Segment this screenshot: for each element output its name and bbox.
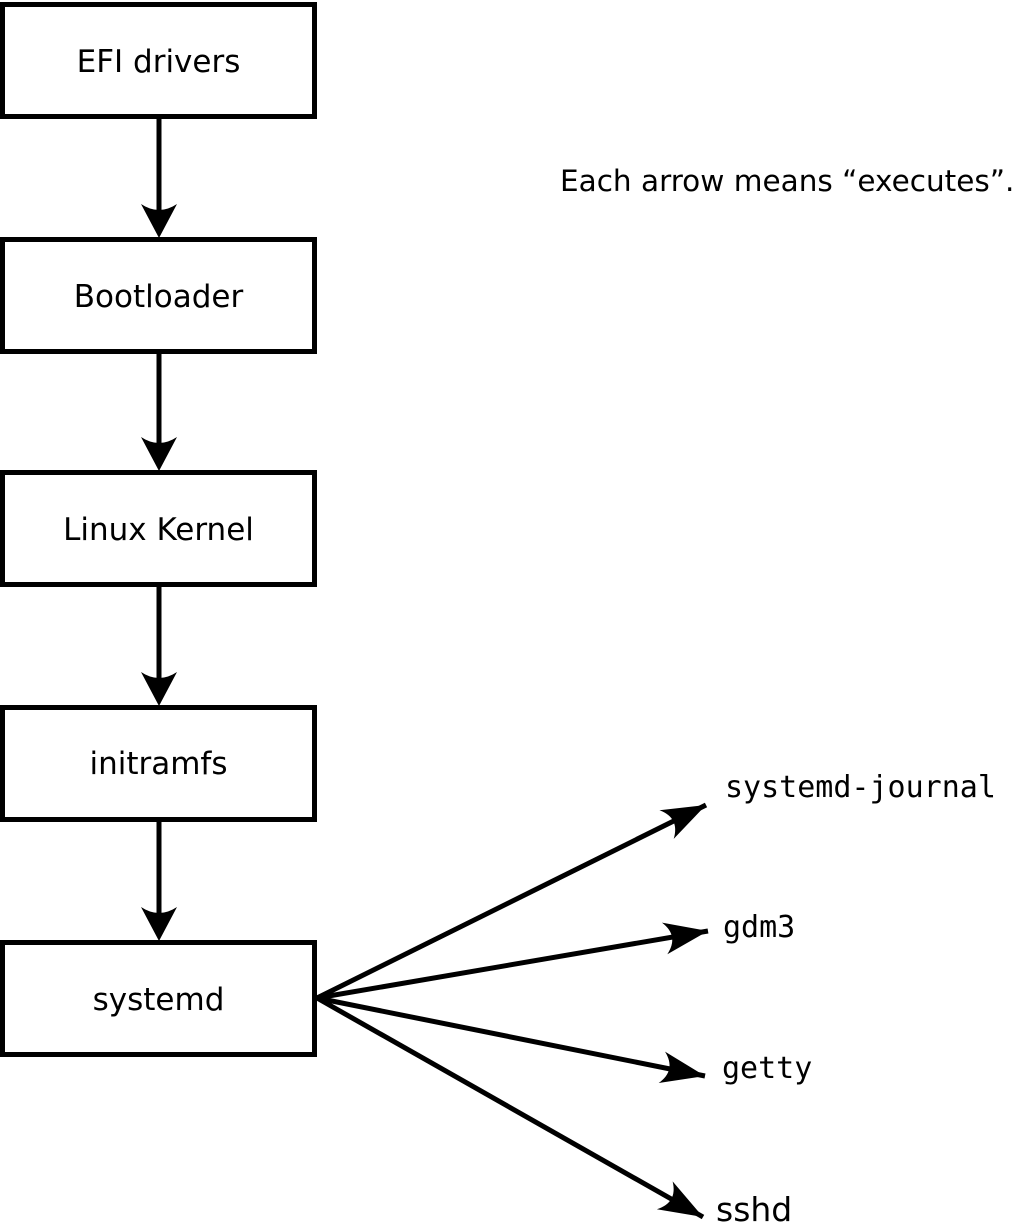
- box-bootloader: Bootloader: [0, 237, 317, 354]
- child-label-gdm3: gdm3: [723, 910, 795, 945]
- box-label-initramfs: initramfs: [89, 746, 227, 782]
- executes-arrow-bootloader-to-kernel: [141, 354, 177, 471]
- arrowhead-down-icon: [141, 907, 177, 941]
- child-label-systemd-journal: systemd-journal: [725, 770, 996, 805]
- child-label-sshd: sshd: [716, 1190, 792, 1229]
- executes-arrow-systemd-to-systemd-journal: [315, 802, 708, 1001]
- box-outline: [0, 470, 317, 587]
- box-outline: [0, 237, 317, 354]
- box-outline: [0, 705, 317, 822]
- annotation-executes-note: Each arrow means “executes”.: [560, 164, 1014, 198]
- box-linux-kernel: Linux Kernel: [0, 470, 317, 587]
- executes-arrow-kernel-to-initramfs: [141, 587, 177, 706]
- box-outline: [0, 2, 317, 119]
- executes-arrow-systemd-to-getty: [316, 995, 706, 1084]
- box-label-systemd: systemd: [93, 982, 225, 1018]
- arrowhead-down-icon: [141, 437, 177, 471]
- box-label-linux-kernel: Linux Kernel: [63, 512, 254, 548]
- box-systemd: systemd: [0, 940, 317, 1057]
- box-label-efi-drivers: EFI drivers: [77, 44, 241, 80]
- child-label-getty: getty: [722, 1051, 812, 1086]
- executes-arrow-systemd-to-gdm3: [316, 922, 709, 1001]
- arrowhead-down-icon: [141, 204, 177, 238]
- executes-arrow-initramfs-to-systemd: [141, 820, 177, 941]
- executes-arrow-efi-to-bootloader: [141, 119, 177, 238]
- box-initramfs: initramfs: [0, 705, 317, 822]
- executes-arrow-systemd-to-sshd: [315, 995, 705, 1220]
- box-label-bootloader: Bootloader: [74, 279, 244, 315]
- box-efi-drivers: EFI drivers: [0, 2, 317, 119]
- arrowhead-down-icon: [141, 672, 177, 706]
- box-outline: [0, 940, 317, 1057]
